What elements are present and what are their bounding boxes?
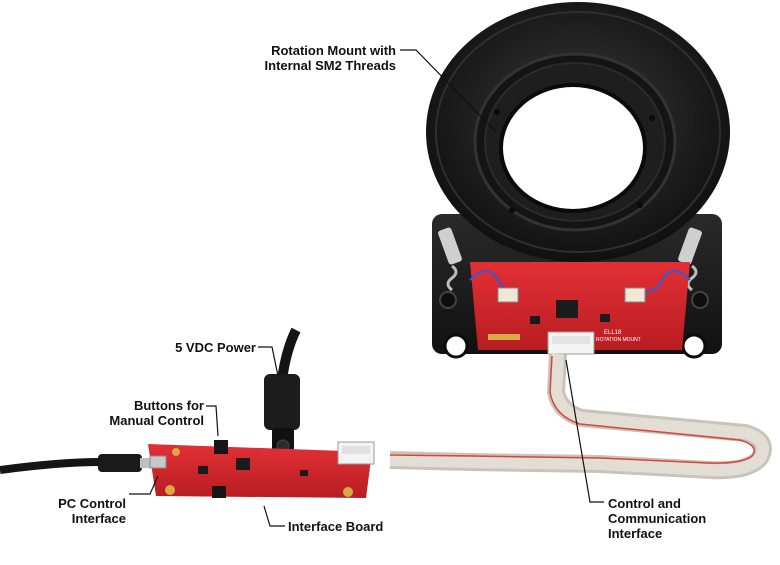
label-rotation-mount-line1: Rotation Mount with [271,43,396,58]
interface-board [148,440,375,498]
label-pc-control-line2: Interface [71,511,126,526]
label-pc-control-line1: PC Control [58,496,126,511]
label-control-comm: Control and Communication Interface [608,496,706,541]
label-pc-control: PC Control Interface [40,496,126,526]
leader-lines [129,49,604,527]
label-control-comm-line2: Communication [608,511,707,526]
label-rotation-mount: Rotation Mount with Internal SM2 Threads [250,43,396,73]
label-power-line1: 5 VDC Power [175,340,256,355]
usb-cable [0,454,154,474]
label-buttons-line1: Buttons for [133,398,204,413]
label-buttons-line2: Manual Control [109,413,204,428]
label-interface-board: Interface Board [288,519,383,534]
label-buttons: Buttons for Manual Control [96,398,204,428]
ribbon-cable [389,353,772,480]
label-interface-board-line1: Interface Board [288,519,384,534]
label-control-comm-line3: Interface [608,526,663,541]
mount-pcb: ELL18 ROTATION MOUNT [469,262,691,355]
label-control-comm-line1: Control and [608,496,681,511]
pcb-marking-line1: ELL18 [604,330,622,336]
dc-power-cable [264,327,301,460]
label-rotation-mount-line2: Internal SM2 Threads [264,58,396,73]
label-power: 5 VDC Power [160,340,256,355]
pcb-marking-line2: ROTATION MOUNT [596,337,641,343]
